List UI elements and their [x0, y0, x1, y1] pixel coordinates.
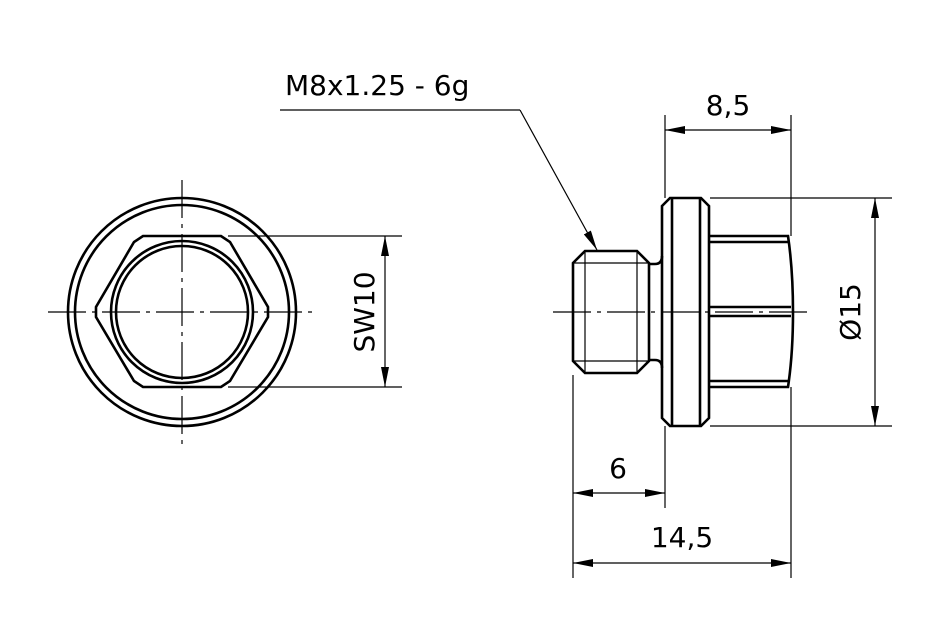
thread-callout: M8x1.25 - 6g [280, 69, 598, 251]
dim-label-diameter: Ø15 [834, 283, 867, 341]
leader-line [519, 109, 598, 251]
dim-label-14-5: 14,5 [651, 521, 713, 554]
side-view: 8,5 Ø15 6 14,5 [553, 89, 892, 578]
dim-label-8-5: 8,5 [706, 89, 751, 122]
sw-dimension-label: SW10 [348, 271, 381, 352]
hex-outline [94, 234, 270, 389]
end-view: SW10 [48, 180, 402, 446]
thread-callout-label: M8x1.25 - 6g [285, 69, 469, 102]
hex-side [709, 234, 795, 389]
undercut-neck [649, 255, 664, 369]
dim-label-6: 6 [609, 452, 627, 485]
